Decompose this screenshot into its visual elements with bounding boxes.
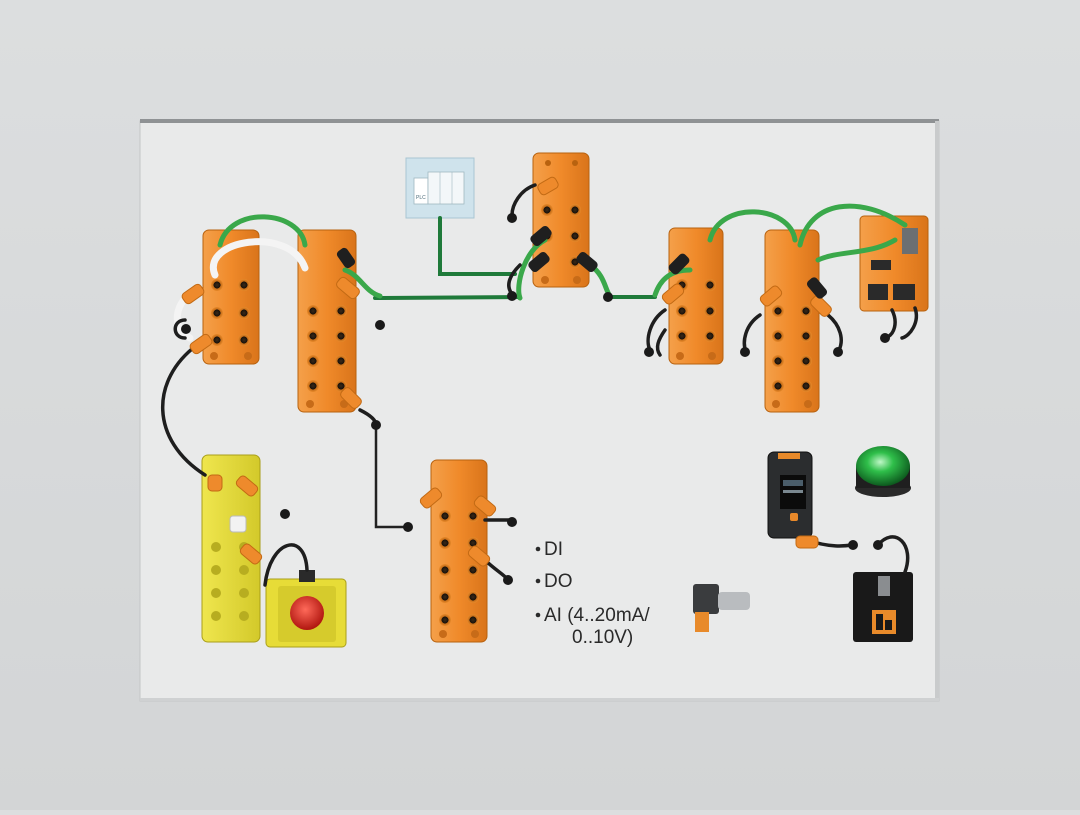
m12-connectors-black: [336, 225, 828, 299]
m12-connectors: [181, 176, 832, 567]
ethernet-bus-line: [373, 216, 657, 300]
signal-trace: [374, 425, 408, 529]
label-bullets: [535, 546, 541, 618]
ai-label-line2: 0..10V): [572, 627, 634, 648]
gateway-module: [859, 215, 929, 312]
safety-module: [201, 454, 261, 643]
emergency-stop: [265, 570, 347, 648]
pressure-sensor: [693, 584, 750, 632]
signal-lamp: [855, 446, 911, 497]
plc-tile: [405, 157, 475, 219]
di-label: DI: [544, 539, 563, 560]
display-sensor: [767, 451, 813, 539]
io-module-5: [764, 229, 820, 413]
di-bullet-icon: [535, 546, 541, 552]
cable-caps: [181, 213, 890, 585]
ai-bullet-icon: [535, 612, 541, 618]
plc-tag: PLC: [416, 195, 426, 201]
do-label: DO: [544, 571, 573, 592]
inductive-sensor: [853, 572, 913, 642]
do-bullet-icon: [535, 578, 541, 584]
ethernet-cables: [217, 203, 908, 301]
io-module-2: [297, 229, 357, 413]
io-module-7: [430, 459, 488, 643]
ai-label-line1: AI (4..20mA/: [544, 605, 650, 626]
